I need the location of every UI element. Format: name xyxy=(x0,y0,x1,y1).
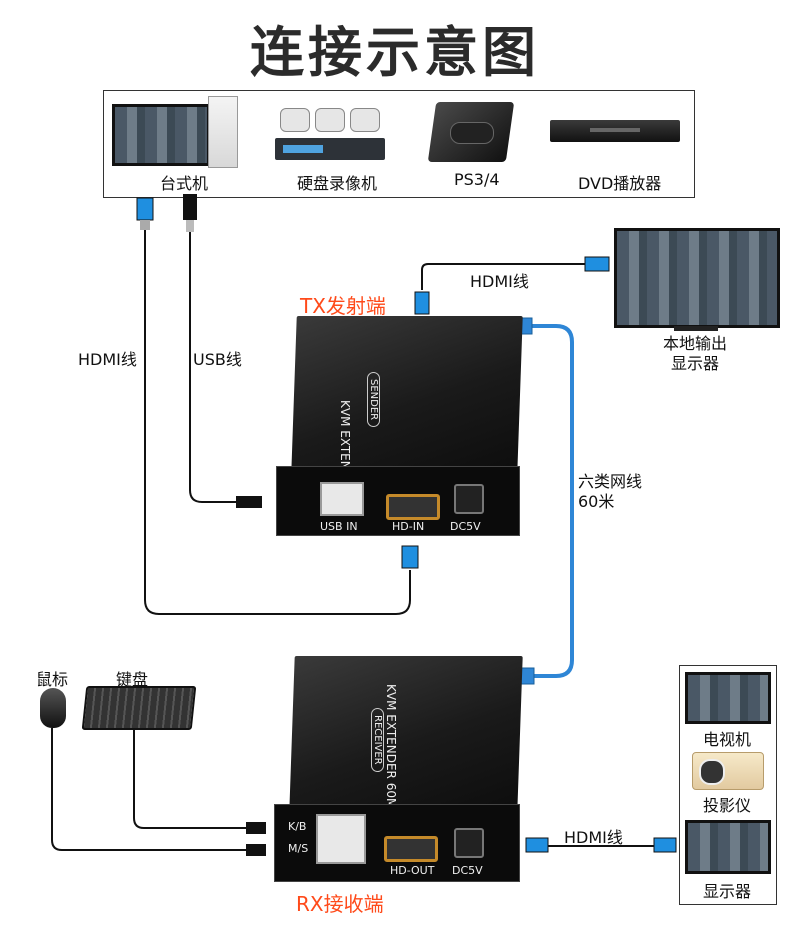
mouse-label: 鼠标 xyxy=(36,670,69,689)
local-monitor-icon xyxy=(614,228,782,334)
projector-icon xyxy=(692,752,764,790)
page-title: 连接示意图 xyxy=(250,21,540,84)
usb-cable-label: USB线 xyxy=(193,350,242,369)
dc-port-icon xyxy=(454,828,484,858)
keyboard-cable xyxy=(133,726,246,829)
tx-port-usb-in: USB IN xyxy=(320,520,358,533)
hdmi-cable-right-label: HDMI线 xyxy=(564,828,623,847)
usb-a-port-icon xyxy=(316,814,366,864)
network-length-label: 60米 xyxy=(578,492,615,511)
desktop-computer-icon xyxy=(112,96,242,168)
rx-port-hd-out: HD-OUT xyxy=(390,864,435,877)
source-label-nvr: 硬盘录像机 xyxy=(297,174,378,193)
display-label-projector: 投影仪 xyxy=(703,796,752,815)
game-console-icon xyxy=(427,100,515,166)
local-display-line1: 本地输出 xyxy=(663,334,728,353)
tv-icon xyxy=(685,672,771,724)
usb-connector-icon xyxy=(246,822,266,856)
tx-port-dc5v: DC5V xyxy=(450,520,481,533)
rx-usb-tag-kb: K/B xyxy=(288,820,307,833)
hdmi-port-icon xyxy=(386,494,440,520)
hdmi-connector-icon xyxy=(414,291,430,315)
rx-receiver-unit: KVM EXTENDER 60M RECEIVER K/B M/S HD-OUT… xyxy=(272,656,523,882)
display-label-tv: 电视机 xyxy=(703,730,752,749)
keyboard-icon xyxy=(81,686,197,730)
hdmi-cable-top-label: HDMI线 xyxy=(470,272,529,291)
rx-usb-tag-ms: M/S xyxy=(288,842,309,855)
tx-sender-unit: KVM EXTENDER 60M SENDER USB IN HD-IN DC5… xyxy=(274,316,523,536)
hdmi-port-icon xyxy=(384,836,438,862)
hdmi-cable-left xyxy=(144,230,411,615)
source-label-dvd: DVD播放器 xyxy=(578,174,662,193)
hdmi-connector-icon xyxy=(584,256,610,272)
source-label-desktop: 台式机 xyxy=(160,174,209,193)
usb-b-port-icon xyxy=(320,482,364,516)
mouse-icon xyxy=(40,688,66,728)
dvd-player-icon xyxy=(550,118,682,148)
tx-role-text: SENDER xyxy=(367,372,380,428)
source-label-ps: PS3/4 xyxy=(454,170,500,189)
usb-connector-icon xyxy=(183,194,197,232)
nvr-recorder-icon xyxy=(275,108,387,166)
rx-device-text: KVM EXTENDER 60M xyxy=(384,684,398,809)
hdmi-connector-icon xyxy=(525,837,677,853)
hdmi-connector-icon xyxy=(136,197,154,230)
monitor-icon xyxy=(685,820,771,874)
tx-sender-label: TX发射端 xyxy=(300,294,386,318)
rx-port-dc5v: DC5V xyxy=(452,864,483,877)
keyboard-label: 键盘 xyxy=(116,670,149,689)
hdmi-cable-left-label: HDMI线 xyxy=(78,350,137,369)
dc-port-icon xyxy=(454,484,484,514)
usb-cable xyxy=(189,232,236,503)
rx-role-text: RECEIVER xyxy=(371,708,384,772)
hdmi-connector-icon xyxy=(401,545,419,569)
mouse-cable xyxy=(51,728,246,851)
rx-receiver-label: RX接收端 xyxy=(296,892,384,916)
local-display-line2: 显示器 xyxy=(671,354,720,373)
tx-port-hd-in: HD-IN xyxy=(392,520,425,533)
usb-connector-icon xyxy=(236,496,262,508)
network-cable xyxy=(530,324,574,678)
network-cable-label: 六类网线 xyxy=(578,472,643,491)
display-label-monitor: 显示器 xyxy=(703,882,752,901)
hdmi-cable-top xyxy=(421,263,585,290)
